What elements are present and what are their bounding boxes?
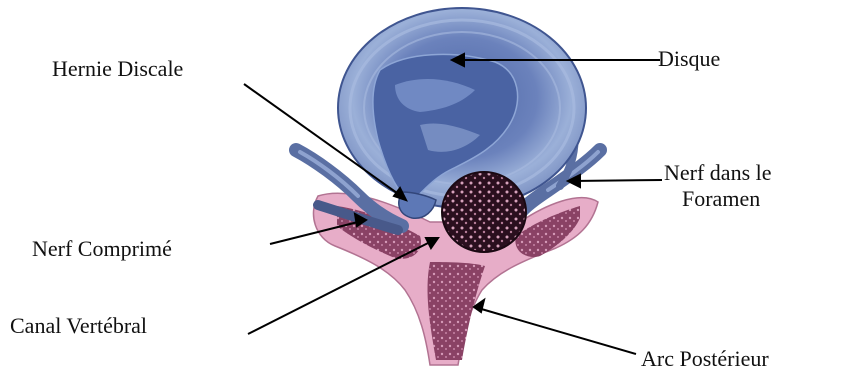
label-arc-posterieur: Arc Postérieur [641, 346, 769, 372]
label-disque: Disque [658, 46, 720, 72]
label-hernie-discale: Hernie Discale [52, 56, 183, 82]
label-nerf-comprime: Nerf Comprimé [32, 236, 172, 262]
label-nerf-foramen-line1: Nerf dans le [664, 160, 772, 186]
label-canal-vertebral: Canal Vertébral [10, 313, 147, 339]
vertebral-canal [442, 172, 526, 252]
label-nerf-foramen-line2: Foramen [664, 186, 772, 212]
label-nerf-dans-le-foramen: Nerf dans le Foramen [664, 160, 772, 212]
arrow-arc [478, 308, 636, 354]
arrow-nerf-foramen [572, 180, 662, 181]
